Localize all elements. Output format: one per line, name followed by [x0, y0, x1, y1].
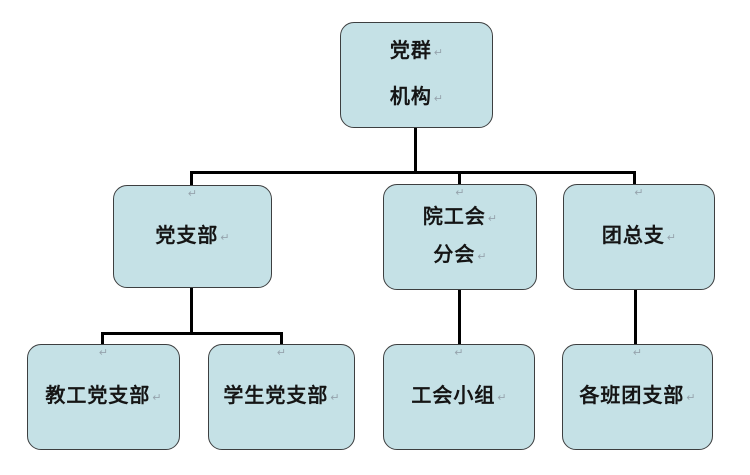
connector-segment — [633, 171, 636, 186]
node-label-line: 教工党支部↵ — [45, 384, 161, 410]
paragraph-return-icon: ↵ — [497, 392, 507, 404]
connector-segment — [634, 290, 637, 346]
node-label-text: 院工会 — [422, 206, 486, 228]
node-label-text: 党支部 — [155, 224, 219, 247]
paragraph-return-icon: ↵ — [487, 213, 498, 225]
paragraph-return-icon: ↵ — [276, 347, 287, 359]
org-node-faculty-party-branch: ↵教工党支部↵ — [27, 344, 180, 450]
paragraph-return-icon: ↵ — [152, 392, 162, 404]
paragraph-return-icon: ↵ — [330, 392, 340, 404]
connector-segment — [190, 288, 193, 335]
paragraph-return-icon: ↵ — [220, 231, 230, 244]
paragraph-return-icon: ↵ — [666, 232, 677, 244]
connector-segment — [190, 171, 636, 174]
node-label-text: 工会小组 — [411, 385, 496, 407]
node-label-text: 学生党支部 — [223, 385, 329, 407]
node-label-line: 分会↵ — [433, 237, 486, 275]
node-label-line: 学生党支部↵ — [223, 384, 339, 410]
node-label-text: 团总支 — [601, 225, 665, 247]
node-label-line: 院工会↵ — [423, 199, 497, 237]
paragraph-return-icon: ↵ — [686, 392, 696, 404]
node-label-text: 教工党支部 — [45, 385, 151, 407]
node-label-line: 党支部↵ — [155, 224, 229, 250]
paragraph-return-icon: ↵ — [433, 93, 444, 105]
paragraph-return-icon: ↵ — [632, 347, 643, 359]
paragraph-return-icon: ↵ — [433, 47, 444, 59]
connector-segment — [414, 128, 417, 174]
node-label-line: 工会小组↵ — [411, 384, 506, 410]
connector-segment — [101, 332, 283, 335]
org-node-league-general-branch: ↵团总支↵ — [563, 184, 715, 290]
org-node-student-party-branch: ↵学生党支部↵ — [208, 344, 355, 450]
org-node-party-branch: ↵党支部↵ — [113, 185, 272, 288]
paragraph-return-icon: ↵ — [634, 187, 644, 199]
paragraph-return-icon: ↵ — [187, 188, 198, 200]
paragraph-return-icon: ↵ — [455, 187, 465, 199]
node-label-text: 机构 — [389, 86, 432, 108]
org-node-class-league-branches: ↵各班团支部↵ — [562, 344, 713, 450]
node-label-line: 党群↵ — [390, 29, 443, 75]
org-node-union-group: ↵工会小组↵ — [383, 344, 535, 450]
connector-segment — [458, 290, 461, 346]
connector-segment — [280, 332, 283, 346]
connector-segment — [458, 171, 461, 186]
node-label-text: 党群 — [389, 40, 432, 62]
paragraph-return-icon: ↵ — [454, 347, 464, 359]
node-label-text: 分会 — [433, 244, 476, 266]
paragraph-return-icon: ↵ — [477, 251, 487, 263]
node-label-line: 机构↵ — [390, 75, 443, 121]
node-label-line: 团总支↵ — [602, 224, 676, 250]
connector-segment — [190, 171, 193, 186]
paragraph-return-icon: ↵ — [98, 347, 109, 359]
node-label-text: 各班团支部 — [579, 385, 685, 407]
connector-segment — [101, 332, 104, 346]
node-label-line: 各班团支部↵ — [579, 384, 695, 410]
org-node-college-union-subcommittee: ↵院工会↵分会↵ — [383, 184, 537, 290]
org-node-party-mass-organs: 党群↵机构↵ — [340, 22, 493, 128]
